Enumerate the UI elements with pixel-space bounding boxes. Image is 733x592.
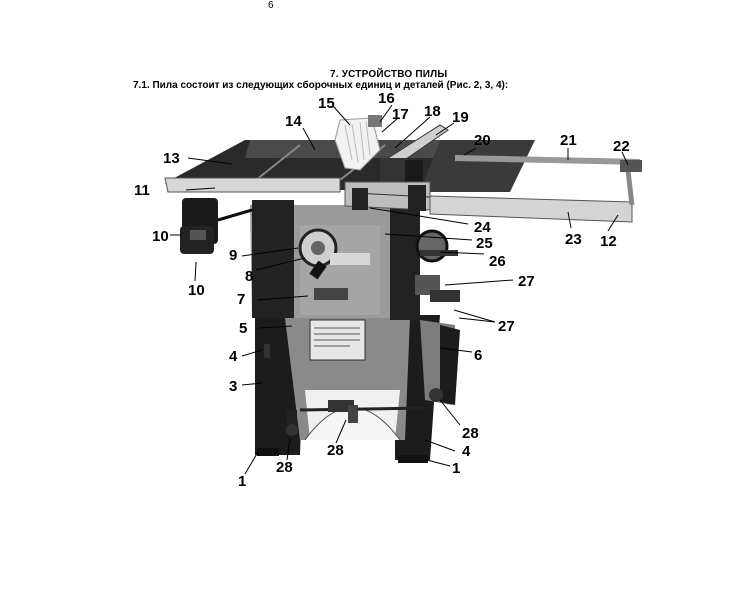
callout-14: 16 xyxy=(378,90,395,107)
callout-1a: 1 xyxy=(238,473,246,490)
callout-18: 20 xyxy=(474,132,491,149)
section-intro: 7.1. Пила состоит из следующих сборочных… xyxy=(133,80,509,91)
callout-13: 15 xyxy=(318,95,335,112)
page-number: 6 xyxy=(268,0,274,11)
callout-20: 22 xyxy=(613,138,630,155)
callout-19: 21 xyxy=(560,132,577,149)
callout-6: 8 xyxy=(245,268,253,285)
leader-lines xyxy=(170,104,629,475)
section-title: 7. УСТРОЙСТВО ПИЛЫ xyxy=(330,69,448,80)
callout-3: 4 xyxy=(229,348,238,365)
callout-5: 7 xyxy=(237,291,245,308)
callout-28: 28 xyxy=(327,442,344,459)
callout-21: 23 xyxy=(565,231,582,248)
callout-4b: 6 xyxy=(474,347,482,364)
callout-27a: 28 xyxy=(462,425,479,442)
callout-15: 17 xyxy=(392,106,409,123)
callout-9: 10 xyxy=(152,228,169,245)
callout-11: 13 xyxy=(163,150,180,167)
callout-12: 14 xyxy=(285,113,302,130)
callout-24: 26 xyxy=(489,253,506,270)
callout-2b: 4 xyxy=(462,443,471,460)
table-saw-illustration xyxy=(164,115,642,463)
callout-23: 25 xyxy=(476,235,493,252)
callout-26: 27 xyxy=(498,318,515,335)
callout-22: 24 xyxy=(474,219,491,236)
callout-10b: 12 xyxy=(600,233,617,250)
callout-17: 19 xyxy=(452,109,469,126)
callout-7: 9 xyxy=(229,247,237,264)
callout-10a: 11 xyxy=(134,182,150,199)
callout-25: 27 xyxy=(518,273,535,290)
callout-2a: 3 xyxy=(229,378,237,395)
callout-16: 18 xyxy=(424,103,441,120)
callout-8: 10 xyxy=(188,282,205,299)
callout-27b: 28 xyxy=(276,459,293,476)
callout-1b: 1 xyxy=(452,460,460,477)
callout-labels: 15 16 17 18 19 14 20 21 22 13 11 24 23 1… xyxy=(134,90,630,490)
callout-4a: 5 xyxy=(239,320,247,337)
